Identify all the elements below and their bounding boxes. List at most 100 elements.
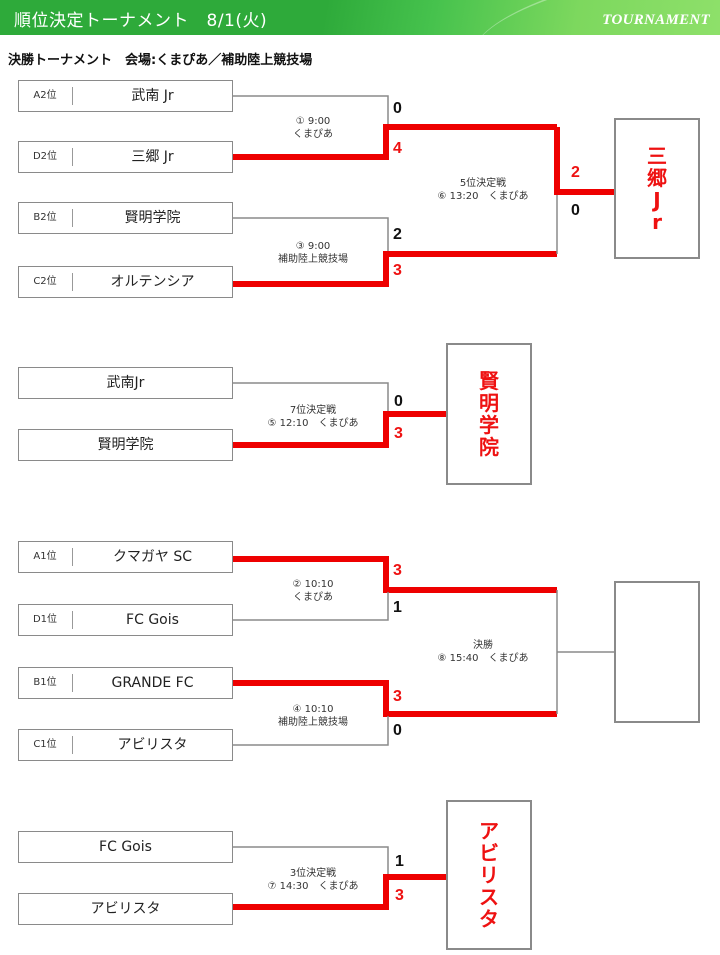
team-name: GRANDE FC (111, 675, 194, 691)
winner-char: 賢 (479, 369, 499, 393)
match-time: ② 10:10 (292, 579, 334, 590)
result-box: 賢 明 学 院 (446, 343, 532, 485)
winner-char: タ (479, 907, 499, 931)
score-winner: 2 (571, 164, 580, 181)
score-winner: 3 (394, 425, 403, 442)
match-time: ① 9:00 (295, 116, 331, 127)
bracket-line-loser (233, 592, 389, 621)
match-time: ④ 10:10 (292, 704, 334, 715)
team-name: クマガヤ SC (112, 549, 193, 565)
match-info: 7位決定戦 ⑤ 12:10 くまぴあ (238, 404, 388, 430)
seed-label: A1位 (33, 551, 57, 562)
winner-name: 賢 明 学 院 (448, 370, 530, 458)
match-round: 3位決定戦 (289, 868, 337, 879)
bracket-line-loser (233, 95, 389, 127)
match-venue: 補助陸上競技場 (278, 717, 348, 728)
score: 0 (394, 393, 403, 410)
team-name: FC Gois (99, 839, 152, 855)
seed-divider (72, 148, 73, 166)
winner-char: 院 (479, 435, 499, 459)
winner-char: 三 (647, 143, 667, 168)
match-time: ③ 9:00 (295, 241, 331, 252)
page-title: 順位決定トーナメント 8/1(火) (14, 11, 268, 31)
match-round: 決勝 (473, 640, 493, 651)
seed-divider (72, 87, 73, 105)
match-time-venue: ⑧ 15:40 くまぴあ (437, 653, 529, 664)
winner-name: ア ビ リ ス タ (448, 820, 530, 930)
score: 0 (393, 100, 402, 117)
team-name: アビリスタ (90, 901, 161, 917)
seed-label: A2位 (33, 90, 57, 101)
match-round: 7位決定戦 (289, 405, 337, 416)
bracket-line-winner (233, 251, 557, 287)
match-venue: くまぴあ (293, 592, 333, 603)
match-info: ④ 10:10 補助陸上競技場 (238, 703, 388, 729)
winner-name: 三 郷 J r (616, 145, 698, 233)
seed-divider (72, 674, 73, 692)
match-time-venue: ⑤ 12:10 くまぴあ (267, 418, 359, 429)
score-winner: 4 (393, 140, 402, 157)
seed-divider (72, 273, 73, 291)
seed-divider (72, 736, 73, 754)
score: 1 (395, 853, 404, 870)
team-name: 武南Jr (106, 375, 145, 391)
bracket-line-loser (233, 716, 389, 746)
result-box: ア ビ リ ス タ (446, 800, 532, 950)
team-slot: C2位 オルテンシア (18, 266, 233, 298)
score: 1 (393, 599, 402, 616)
team-name: 賢明学院 (97, 437, 154, 453)
match-time-venue: ⑥ 13:20 くまぴあ (437, 191, 529, 202)
match-info: 決勝 ⑧ 15:40 くまぴあ (408, 639, 558, 665)
tournament-logo: TOURNAMENT (602, 12, 710, 28)
team-name: FC Gois (126, 612, 179, 628)
page-header: 順位決定トーナメント 8/1(火) TOURNAMENT (0, 0, 720, 35)
team-name: 賢明学院 (124, 210, 181, 226)
match-info: ② 10:10 くまぴあ (238, 578, 388, 604)
winner-char: ア (479, 819, 499, 843)
bracket-line-loser (233, 217, 389, 254)
seed-divider (72, 548, 73, 566)
score: 0 (571, 202, 580, 219)
match-info: 5位決定戦 ⑥ 13:20 くまぴあ (408, 177, 558, 203)
team-slot: 賢明学院 (18, 429, 233, 461)
team-slot: D1位 FC Gois (18, 604, 233, 636)
seed-label: B1位 (33, 677, 57, 688)
score: 2 (393, 226, 402, 243)
match-info: ③ 9:00 補助陸上競技場 (238, 240, 388, 266)
bracket-line-winner (233, 411, 447, 448)
winner-char: ス (479, 885, 499, 909)
match-info: ① 9:00 くまぴあ (238, 115, 388, 141)
winner-char: 郷 (647, 165, 667, 190)
bracket-line-winner (233, 556, 557, 593)
bracket-line-loser (233, 846, 389, 876)
match-info: 3位決定戦 ⑦ 14:30 くまぴあ (238, 867, 388, 893)
seed-label: D2位 (32, 151, 58, 162)
team-name: アビリスタ (117, 737, 188, 753)
match-time-venue: ⑦ 14:30 くまぴあ (267, 881, 359, 892)
team-name: オルテンシア (110, 274, 195, 290)
bracket-line-winner (233, 124, 557, 160)
bracket-line-winner (554, 127, 614, 195)
team-slot: A1位 クマガヤ SC (18, 541, 233, 573)
bracket-line-winner (233, 680, 557, 717)
seed-label: C2位 (33, 276, 57, 287)
team-slot: A2位 武南 Jr (18, 80, 233, 112)
team-slot: FC Gois (18, 831, 233, 863)
winner-char: 明 (479, 391, 499, 415)
bracket-line-loser (233, 382, 389, 414)
team-name: 武南 Jr (131, 88, 174, 104)
winner-char: ビ (479, 841, 499, 865)
result-box-empty (614, 581, 700, 723)
seed-divider (72, 209, 73, 227)
score-winner: 3 (393, 688, 402, 705)
seed-label: C1位 (33, 739, 57, 750)
score-winner: 3 (395, 887, 404, 904)
seed-label: B2位 (33, 212, 57, 223)
seed-label: D1位 (32, 614, 58, 625)
team-slot: D2位 三郷 Jr (18, 141, 233, 173)
winner-char: リ (479, 863, 499, 887)
score-winner: 3 (393, 562, 402, 579)
winner-char: r (652, 209, 662, 234)
team-slot: B2位 賢明学院 (18, 202, 233, 234)
